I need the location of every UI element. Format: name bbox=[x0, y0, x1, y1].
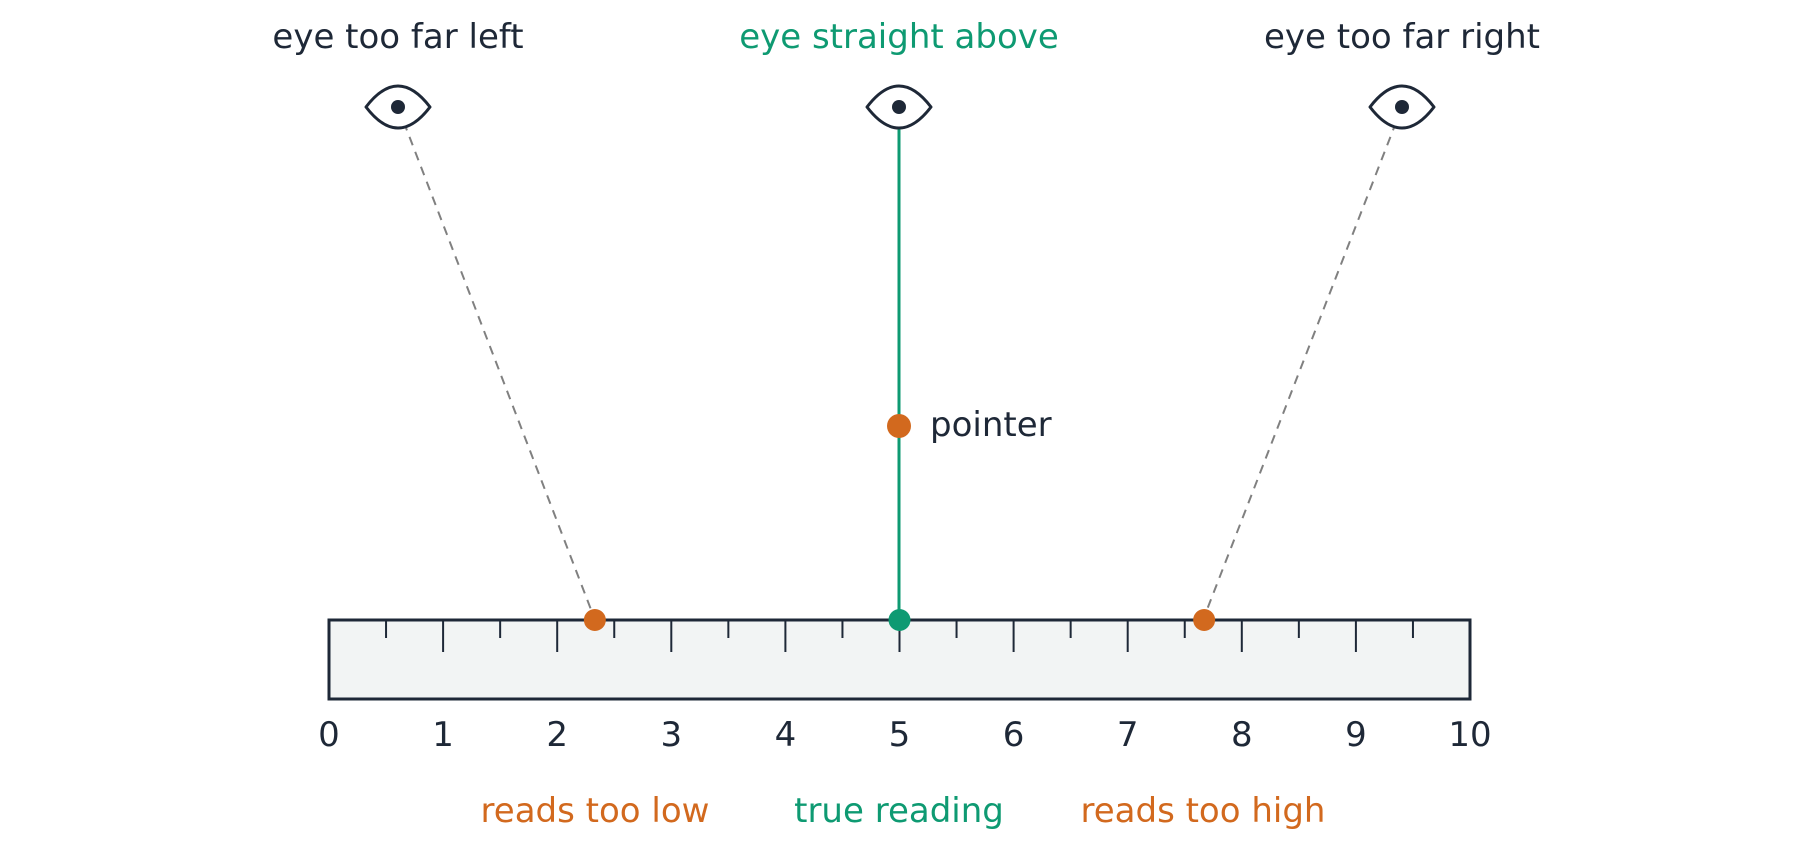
eye-label-left: eye too far left bbox=[272, 17, 523, 57]
tick-label: 9 bbox=[1345, 715, 1367, 755]
reading-label-low: reads too low bbox=[481, 791, 710, 831]
ruler-tick-labels: 0 1 2 3 4 5 6 7 8 9 10 bbox=[318, 715, 1491, 755]
reading-dot-true bbox=[888, 609, 911, 631]
tick-label: 5 bbox=[889, 715, 911, 755]
reading-label-high: reads too high bbox=[1081, 791, 1326, 831]
eye-icon bbox=[865, 84, 933, 130]
eye-icon bbox=[1368, 84, 1436, 130]
sight-lines bbox=[397, 106, 1403, 621]
tick-label: 6 bbox=[1003, 715, 1025, 755]
pointer-dot bbox=[887, 414, 911, 438]
tick-label: 10 bbox=[1448, 715, 1491, 755]
pointer-label: pointer bbox=[930, 405, 1052, 445]
reading-dot-high bbox=[1193, 609, 1216, 631]
sight-line-left bbox=[397, 106, 596, 621]
tick-label: 4 bbox=[775, 715, 797, 755]
sight-line-right bbox=[1202, 106, 1403, 621]
ruler: 0 1 2 3 4 5 6 7 8 9 10 bbox=[318, 618, 1492, 755]
tick-label: 7 bbox=[1117, 715, 1139, 755]
reading-dot-low bbox=[583, 609, 606, 631]
tick-label: 0 bbox=[318, 715, 340, 755]
eyes bbox=[364, 84, 1436, 130]
reading-dots bbox=[583, 609, 1216, 631]
tick-label: 3 bbox=[660, 715, 682, 755]
eye-icon bbox=[364, 84, 432, 130]
tick-label: 2 bbox=[546, 715, 568, 755]
reading-label-true: true reading bbox=[794, 791, 1004, 831]
eye-label-right: eye too far right bbox=[1264, 17, 1540, 57]
tick-label: 8 bbox=[1231, 715, 1253, 755]
eye-label-center: eye straight above bbox=[739, 17, 1059, 57]
ruler-ticks bbox=[385, 620, 1414, 652]
tick-label: 1 bbox=[432, 715, 454, 755]
